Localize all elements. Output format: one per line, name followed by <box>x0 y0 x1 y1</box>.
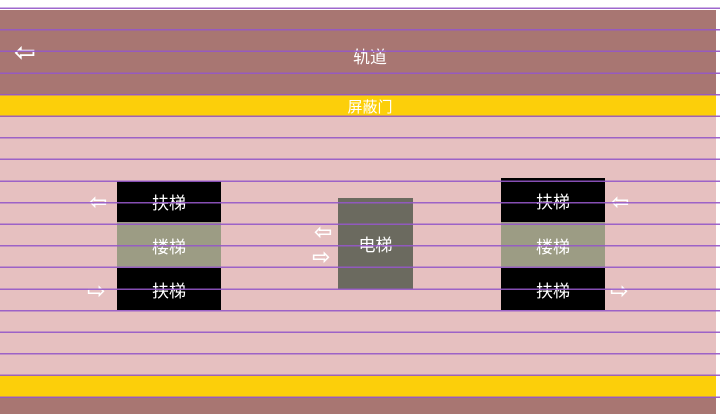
platform-screen-door-bottom <box>0 375 716 397</box>
label: 扶梯 <box>536 192 570 213</box>
arrow-left-icon: ⇦ <box>89 190 108 215</box>
label: 扶梯 <box>152 194 186 214</box>
arrow-right-icon: ⇨ <box>312 245 331 270</box>
page-title: 轨道 <box>353 48 387 68</box>
label: 楼梯 <box>152 237 186 258</box>
arrow-left-icon: ⇦ <box>611 190 630 215</box>
platform-screen-door-label: 屏蔽门 <box>347 98 393 116</box>
arrow-right-icon: ⇨ <box>87 279 106 304</box>
track-bottom <box>0 397 716 414</box>
arrow-right-icon: ⇨ <box>610 279 629 304</box>
elevator[interactable]: 电梯 <box>338 198 413 289</box>
arrow-left-icon: ⇦ <box>314 220 333 245</box>
label: 扶梯 <box>536 281 570 302</box>
left-stairs[interactable]: 楼梯 <box>117 222 221 268</box>
label: 扶梯 <box>152 281 186 302</box>
label: 楼梯 <box>536 237 570 258</box>
right-escalator-up[interactable]: 扶梯 <box>501 178 605 222</box>
right-escalator-down[interactable]: 扶梯 <box>501 268 605 310</box>
label: 电梯 <box>358 236 393 256</box>
left-escalator-up[interactable]: 扶梯 <box>117 181 221 222</box>
right-stairs[interactable]: 楼梯 <box>501 222 605 268</box>
left-escalator-down[interactable]: 扶梯 <box>117 268 221 310</box>
